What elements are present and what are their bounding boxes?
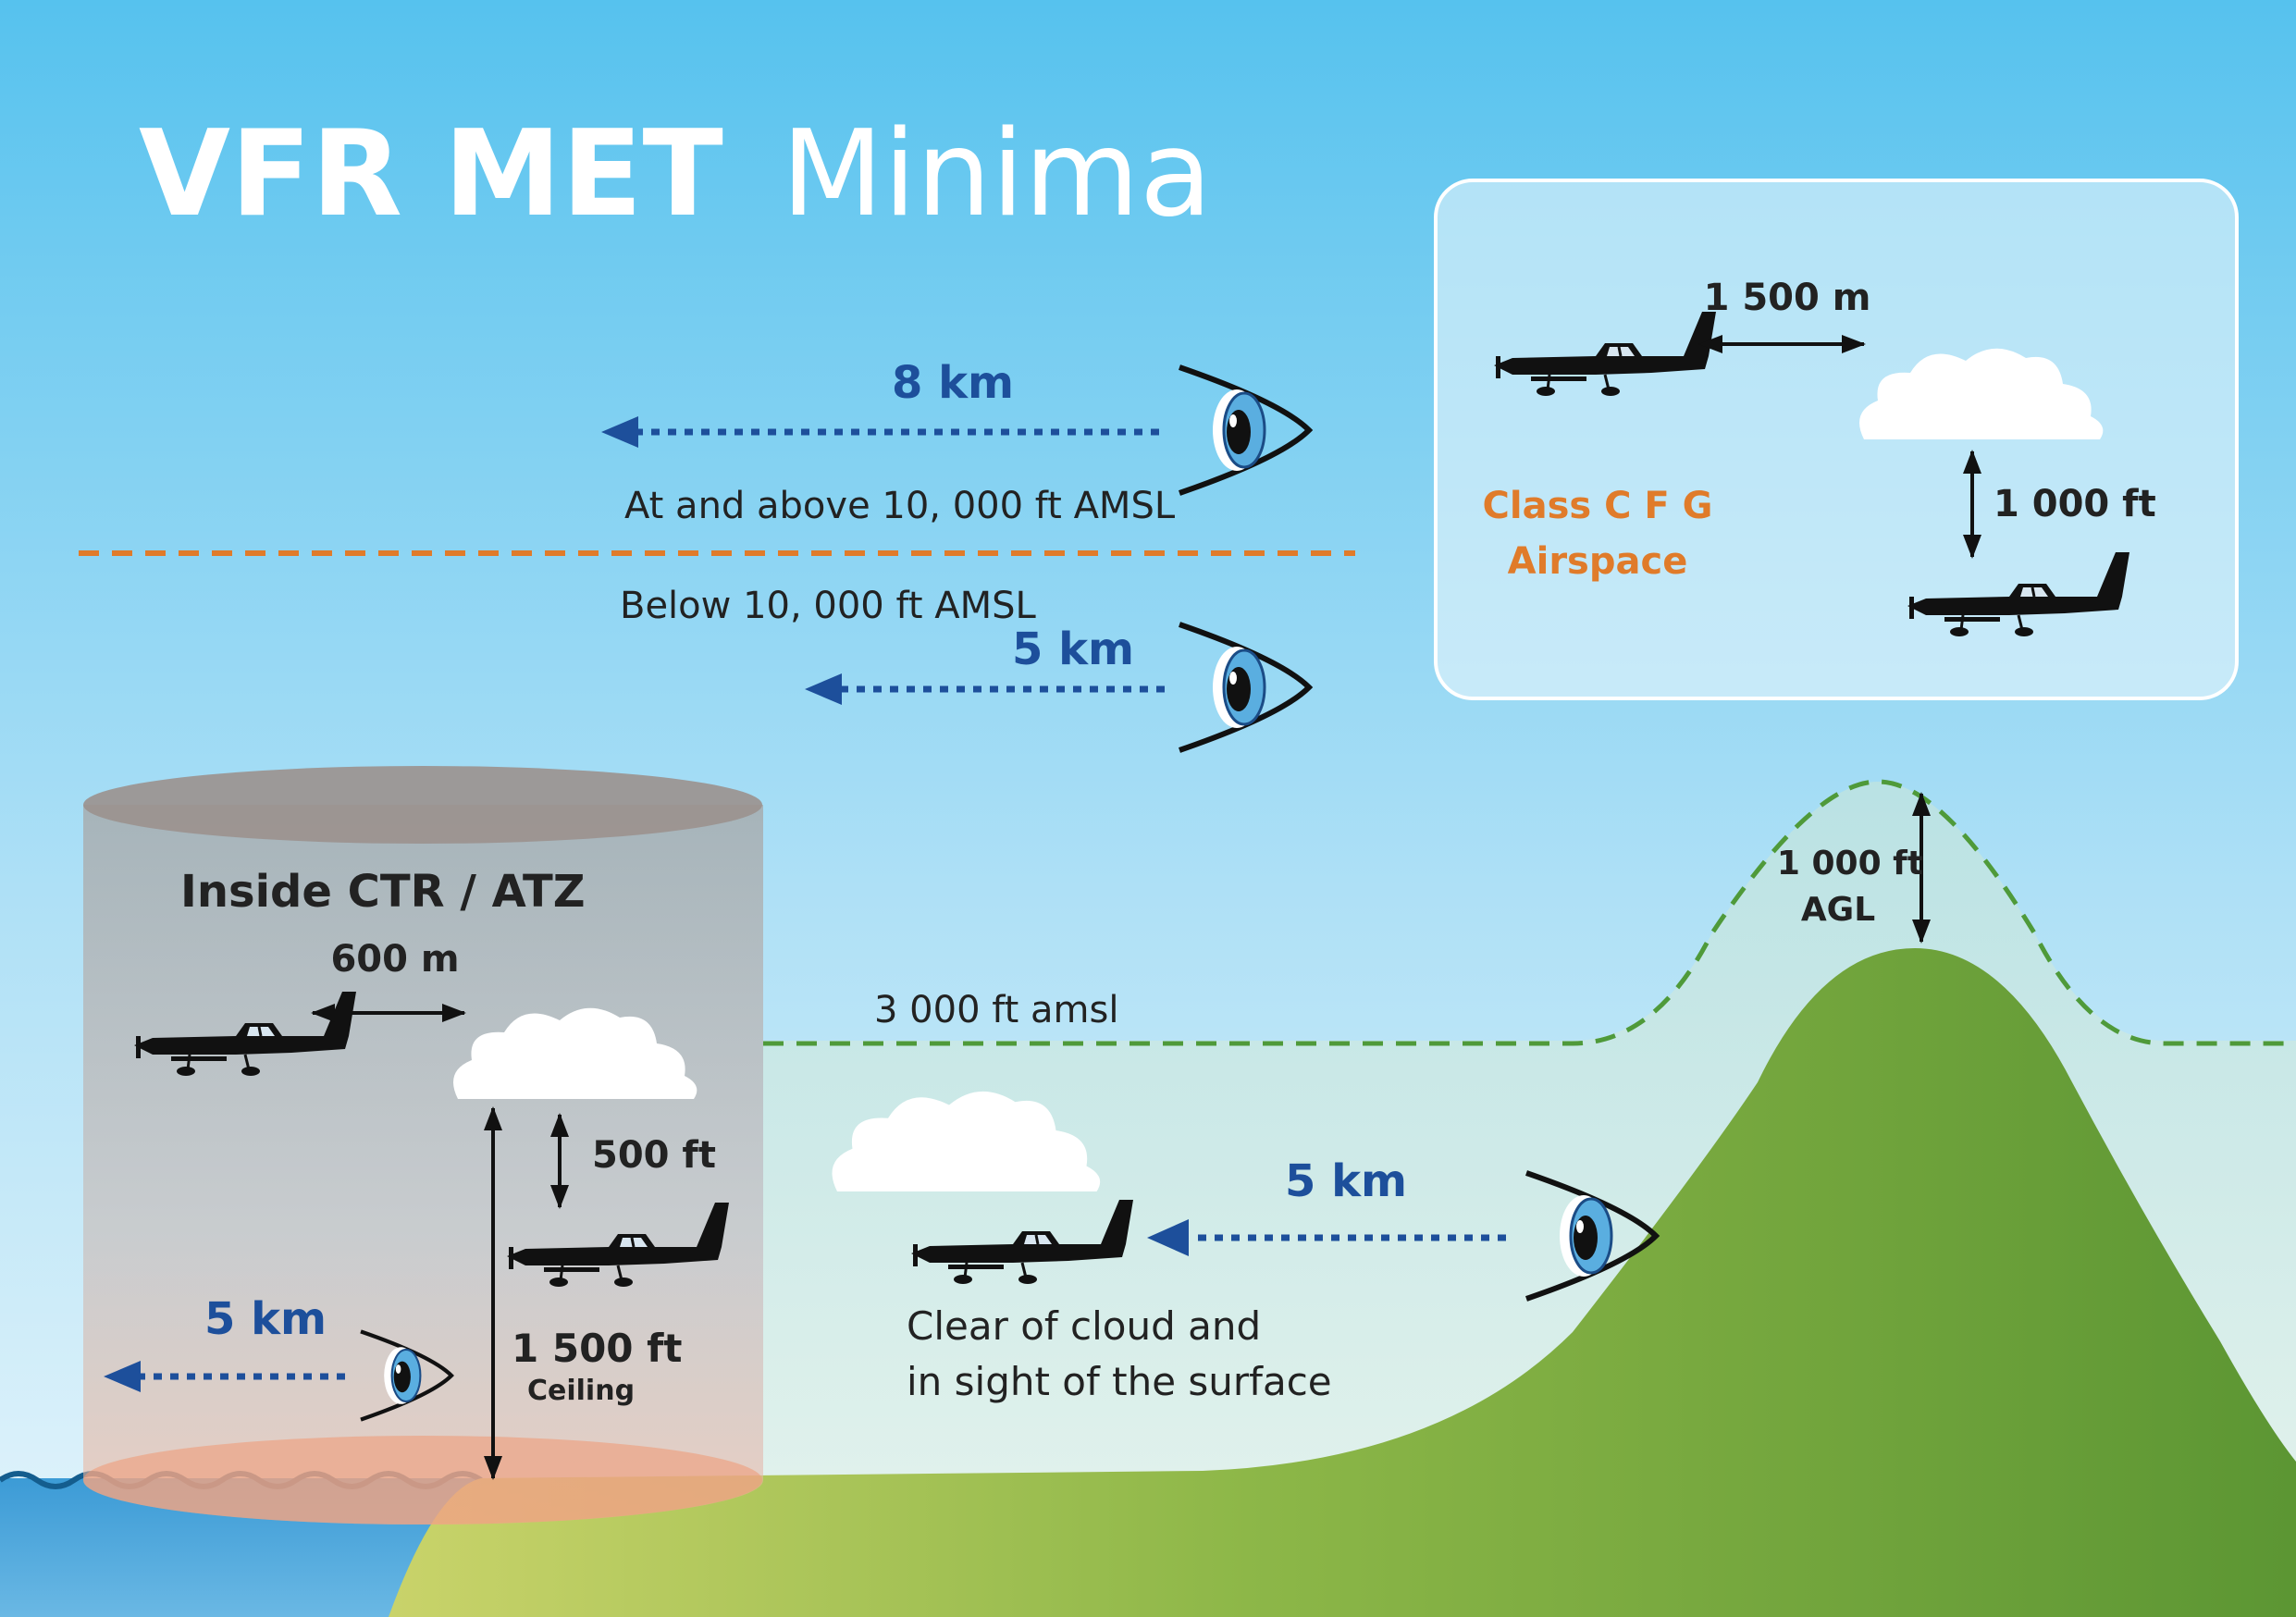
ctr-visibility-value: 5 km — [204, 1293, 327, 1345]
class-box-vertical-distance: 1 000 ft — [1994, 483, 2156, 525]
clear-of-cloud-line1: Clear of cloud and — [907, 1303, 1261, 1349]
low-visibility-arrowhead — [1147, 1219, 1189, 1256]
label-above-10000: At and above 10, 000 ft AMSL — [624, 485, 1176, 527]
low-visibility-value: 5 km — [1285, 1155, 1407, 1207]
ctr-visibility-arrowhead — [104, 1361, 141, 1392]
class-cfg-box — [1434, 179, 2239, 700]
hill — [389, 948, 2296, 1617]
visibility-below-arrowhead — [805, 673, 842, 705]
ctr-cylinder — [83, 766, 763, 1525]
altitude-3000-label: 3 000 ft amsl — [874, 989, 1118, 1031]
label-below-10000: Below 10, 000 ft AMSL — [620, 585, 1037, 627]
class-box-horizontal-distance: 1 500 m — [1704, 277, 1871, 319]
visibility-above-value: 8 km — [892, 357, 1014, 409]
class-box-title-line1: Class C F G — [1483, 485, 1713, 527]
title-light-part: Minima — [781, 105, 1212, 243]
ctr-vertical-distance: 500 ft — [592, 1134, 716, 1177]
visibility-below-value: 5 km — [1012, 623, 1134, 675]
visibility-above-arrowhead — [601, 416, 638, 448]
page-title: VFR MET Minima — [139, 105, 1212, 243]
ctr-horizontal-distance: 600 m — [330, 938, 459, 981]
terrain-clearance-unit: AGL — [1801, 891, 1875, 929]
terrain-clearance-value: 1 000 ft — [1777, 845, 1923, 883]
class-box-title-line2: Airspace — [1508, 540, 1688, 583]
title-bold-part: VFR MET — [139, 105, 723, 243]
ctr-title: Inside CTR / ATZ — [180, 866, 586, 918]
ctr-ceiling-label: Ceiling — [527, 1375, 635, 1407]
clear-of-cloud-line2: in sight of the surface — [907, 1359, 1332, 1404]
ctr-ceiling-value: 1 500 ft — [512, 1326, 683, 1371]
